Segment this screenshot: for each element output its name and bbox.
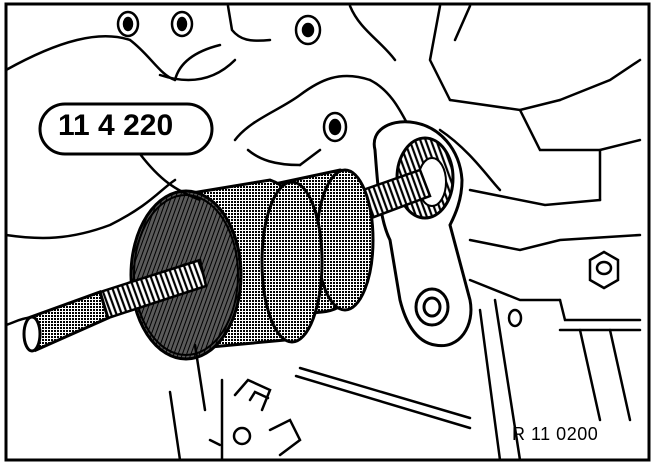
figure-reference-code: R 11 0200	[512, 424, 599, 444]
part-number-label: 11 4 220	[58, 109, 174, 142]
puller-body	[129, 168, 375, 361]
engine-casting-outline	[4, 4, 642, 462]
bolt-heads	[116, 10, 620, 328]
lower-casting-outline	[168, 343, 472, 462]
part-number-callout	[38, 102, 214, 202]
puller-spindle-front	[22, 258, 208, 353]
